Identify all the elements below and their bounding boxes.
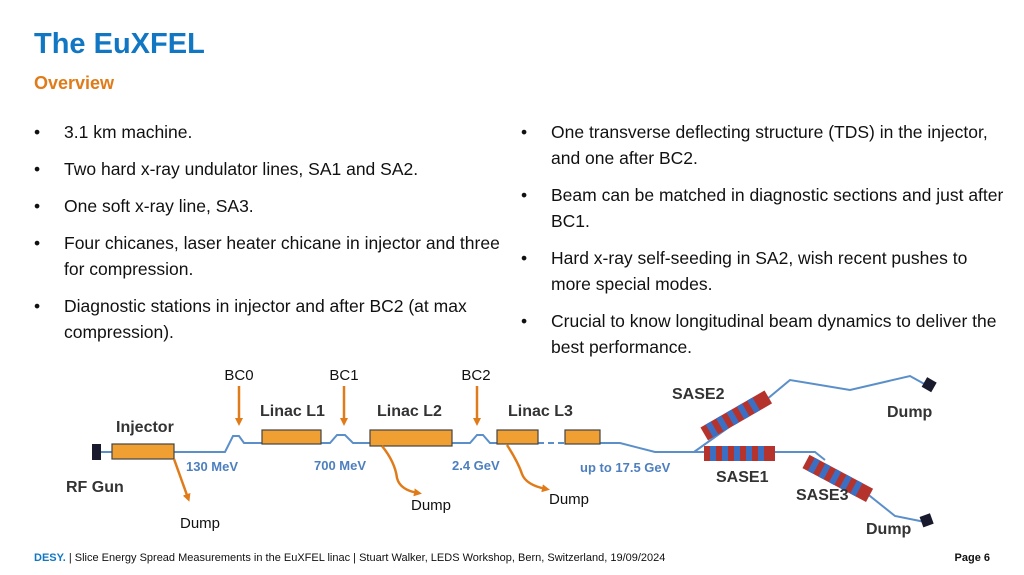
bullet-text: One soft x-ray line, SA3. (64, 196, 254, 216)
bullet-dot: • (34, 233, 41, 253)
dump-l3-label: Dump (549, 491, 589, 508)
sase3-undulator (802, 454, 874, 502)
dump-sase3-label: Dump (866, 521, 912, 538)
linac-l2-label: Linac L2 (377, 403, 442, 420)
dump-sase2-icon (921, 377, 937, 393)
bullet-text: Hard x-ray self-seeding in SA2, wish rec… (551, 248, 968, 294)
bullet-item: • Hard x-ray self-seeding in SA2, wish re… (521, 245, 1011, 297)
bullet-dot: • (34, 159, 41, 179)
dump-l2-label: Dump (411, 497, 451, 514)
injector-module (111, 443, 175, 460)
bullet-text: Crucial to know longitudinal beam dynami… (551, 311, 997, 357)
dump-injector-arrow (172, 458, 191, 502)
slide-subtitle: Overview (34, 73, 115, 93)
bullet-item: • Two hard x-ray undulator lines, SA1 and… (34, 156, 514, 182)
slide-title: The EuXFEL (34, 28, 205, 60)
footer: DESY. | Slice Energy Spread Measurements… (34, 552, 665, 564)
rf-gun-label: RF Gun (66, 479, 124, 496)
bullet-item: • Diagnostic stations in injector and aft… (34, 293, 514, 345)
right-bullet-list: • One transverse deflecting structure (TD… (521, 119, 1011, 371)
bullet-item: • Four chicanes, laser heater chicane in … (34, 230, 514, 282)
bullet-item: • 3.1 km machine. (34, 119, 514, 145)
bc2-label: BC2 (461, 367, 490, 384)
linac-l3-label: Linac L3 (508, 403, 573, 420)
bullet-text: Beam can be matched in diagnostic sectio… (551, 185, 1004, 231)
bullet-item: • Crucial to know longitudinal beam dynam… (521, 308, 1011, 360)
bullet-dot: • (521, 311, 528, 331)
dump-sase2-label: Dump (887, 404, 933, 421)
sase2-label: SASE2 (672, 386, 725, 403)
bc0-label: BC0 (224, 367, 253, 384)
footer-text: | Slice Energy Spread Measurements in th… (65, 552, 666, 564)
bullet-dot: • (521, 248, 528, 268)
linac-l1-label: Linac L1 (260, 403, 325, 420)
bullet-dot: • (521, 122, 528, 142)
bullet-dot: • (34, 122, 41, 142)
injector-label: Injector (116, 419, 174, 436)
linac-l1-module (261, 429, 322, 445)
bc1-label: BC1 (329, 367, 358, 384)
dump-l2-arrow (381, 445, 422, 497)
rf-gun-icon (92, 444, 101, 460)
bullet-item: • Beam can be matched in diagnostic secti… (521, 182, 1011, 234)
dump-sase3-icon (919, 513, 934, 528)
bullet-text: Four chicanes, laser heater chicane in i… (64, 233, 500, 279)
energy-700mev-label: 700 MeV (314, 458, 366, 473)
bullet-text: One transverse deflecting structure (TDS… (551, 122, 988, 168)
linac-l2-module (369, 429, 453, 447)
page-number: Page 6 (954, 552, 990, 564)
linac-l3-module-a (496, 429, 539, 445)
energy-2-4gev-label: 2.4 GeV (452, 458, 500, 473)
bullet-dot: • (34, 296, 41, 316)
linac-l3-module-b (564, 429, 601, 445)
bullet-dot: • (521, 185, 528, 205)
dump-l3-arrow (505, 444, 550, 493)
sase2-undulator (700, 390, 773, 441)
bullet-text: Two hard x-ray undulator lines, SA1 and … (64, 159, 419, 179)
energy-17-5gev-label: up to 17.5 GeV (580, 460, 671, 475)
sase1-label: SASE1 (716, 469, 769, 486)
bullet-text: Diagnostic stations in injector and afte… (64, 296, 467, 342)
left-bullet-list: • 3.1 km machine. • Two hard x-ray undulat… (34, 119, 514, 356)
energy-130mev-label: 130 MeV (186, 459, 238, 474)
dump-injector-label: Dump (180, 515, 220, 532)
bullet-item: • One soft x-ray line, SA3. (34, 193, 514, 219)
bullet-text: 3.1 km machine. (64, 122, 193, 142)
desy-logo: DESY. (34, 552, 66, 564)
sase1-undulator (704, 446, 775, 461)
bullet-dot: • (34, 196, 41, 216)
bullet-item: • One transverse deflecting structure (TD… (521, 119, 1011, 171)
sase3-label: SASE3 (796, 487, 849, 504)
